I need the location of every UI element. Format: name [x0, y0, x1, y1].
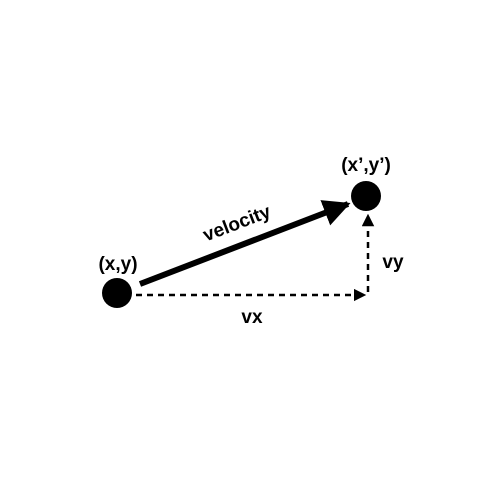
vy-label: vy [382, 252, 404, 273]
start-point [102, 278, 132, 308]
end-point [351, 181, 381, 211]
vx-label: vx [241, 307, 263, 328]
end-point-label: (x’,y’) [341, 155, 391, 176]
start-point-label: (x,y) [98, 254, 137, 275]
velocity-arrow [138, 200, 351, 287]
